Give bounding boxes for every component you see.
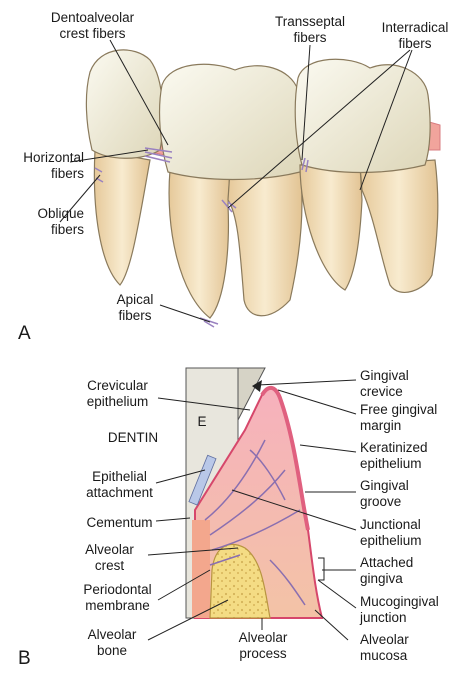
label-alveolar-bone: Alveolar bone — [87, 627, 137, 658]
periodontal-membrane — [192, 520, 210, 618]
label-transseptal: Transseptal fibers — [274, 14, 346, 45]
label-mucogingival: Mucogingival junction — [360, 594, 439, 625]
tooth-2-crown — [158, 63, 305, 181]
label-interradical: Interradical fibers — [381, 20, 449, 51]
keratinized-layer — [260, 385, 310, 531]
label-crevicular: Crevicular epithelium — [86, 378, 149, 409]
label-cementum: Cementum — [86, 515, 153, 530]
label-attached: Attached gingiva — [360, 555, 414, 586]
crevice-arrow — [252, 380, 262, 392]
panel-b-letter: B — [18, 648, 31, 669]
tooth-2-distal-root — [227, 169, 303, 317]
label-gingival-crevice: Gingival crevice — [360, 368, 409, 399]
enamel-wedge — [237, 367, 266, 421]
label-gingival-groove: Gingival groove — [360, 478, 409, 509]
tooth-3-mesial-root — [299, 164, 363, 291]
panel-b-leaders — [147, 379, 357, 641]
label-dentin: DENTIN — [107, 430, 159, 445]
tooth-2-mesial-root — [168, 169, 231, 319]
attached-bracket — [318, 557, 325, 581]
label-horizontal: Horizontal fibers — [23, 150, 84, 181]
enamel-mark: E — [197, 414, 207, 429]
label-periodontal: Periodontal membrane — [83, 582, 152, 613]
alveolar-bone — [209, 543, 271, 619]
label-keratinized: Keratinized epithelium — [360, 440, 428, 471]
label-apical: Apical fibers — [116, 292, 154, 323]
panel-b-section — [147, 367, 357, 641]
panel-a-teeth — [59, 39, 441, 328]
gingival-fibers — [204, 439, 306, 606]
label-oblique: Oblique fibers — [37, 206, 84, 237]
label-alveolar-process: Alveolar process — [238, 630, 288, 661]
panel-a-leaders — [59, 39, 413, 323]
tooth-1-root — [93, 149, 151, 286]
panel-a-letter: A — [18, 323, 31, 344]
label-alveolar-crest: Alveolar crest — [85, 542, 134, 573]
label-junctional: Junctional epithelium — [360, 517, 422, 548]
tooth-3-crown — [294, 58, 431, 174]
label-free-margin: Free gingival margin — [360, 402, 438, 433]
label-alveolar-mucosa: Alveolar mucosa — [360, 632, 409, 663]
tooth-3-distal-root — [359, 159, 439, 293]
label-epithelial-attachment: Epithelial attachment — [86, 469, 153, 500]
label-dentoalveolar: Dentoalveolar crest fibers — [50, 10, 135, 41]
epithelial-attachment — [188, 454, 217, 506]
